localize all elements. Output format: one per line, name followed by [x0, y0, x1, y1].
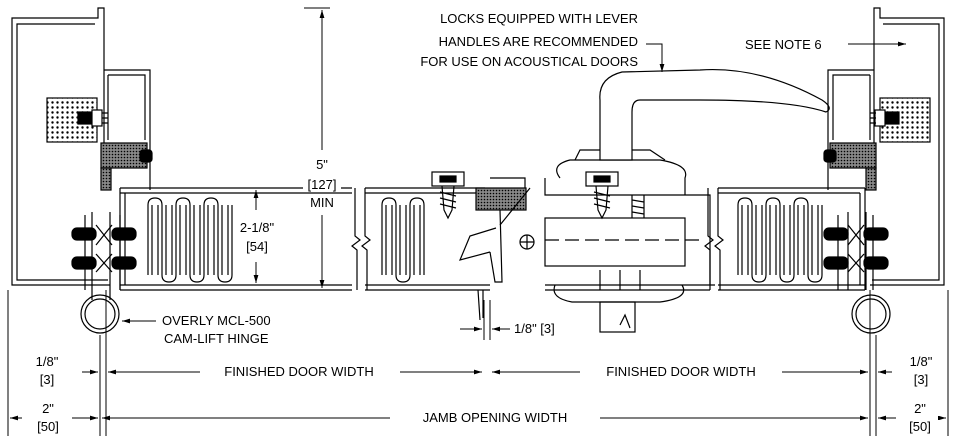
- depth-dim-value: 2-1/8": [234, 221, 280, 235]
- left-frame-screw: [77, 109, 153, 163]
- left-gap-metric: [3]: [30, 373, 64, 387]
- right-door: [714, 187, 866, 291]
- jamb-opening-width: JAMB OPENING WIDTH: [394, 411, 596, 425]
- center-door-left-half: [365, 187, 490, 291]
- left-jamb-value: 2": [28, 402, 68, 416]
- door-screws: [431, 171, 645, 220]
- see-note-label: SEE NOTE 6: [745, 37, 822, 52]
- dimension-lines: [7, 7, 949, 436]
- right-jamb-metric: [50]: [900, 420, 940, 434]
- center-gap-label: 1/8" [3]: [514, 321, 555, 336]
- hinge-note-line-1: OVERLY MCL-500: [162, 313, 271, 328]
- lock-body: [490, 149, 715, 333]
- height-dim-min: MIN: [305, 196, 339, 210]
- left-frame: [11, 7, 151, 286]
- hinge-note-line-2: CAM-LIFT HINGE: [164, 331, 269, 346]
- finished-door-width-right: FINISHED DOOR WIDTH: [584, 365, 778, 379]
- height-dim-metric: [127]: [303, 178, 341, 192]
- right-hinge: [823, 212, 891, 334]
- left-gap-value: 1/8": [30, 355, 64, 369]
- depth-dim-metric: [54]: [240, 240, 274, 254]
- right-gap-value: 1/8": [904, 355, 938, 369]
- lever-note-line-2: HANDLES ARE RECOMMENDED: [438, 34, 638, 49]
- latch-assembly: [458, 187, 535, 321]
- right-jamb-value: 2": [900, 402, 940, 416]
- lever-note-line-1: LOCKS EQUIPPED WITH LEVER: [440, 11, 638, 26]
- height-dim-value: 5": [305, 158, 339, 172]
- finished-door-width-left: FINISHED DOOR WIDTH: [202, 365, 396, 379]
- right-gap-metric: [3]: [904, 373, 938, 387]
- right-seal-strip: [829, 142, 877, 169]
- right-frame-screw: [823, 109, 900, 163]
- left-hinge: [71, 212, 137, 334]
- lever-note-line-3: FOR USE ON ACOUSTICAL DOORS: [420, 54, 638, 69]
- lever-handle: [599, 68, 830, 161]
- left-jamb-metric: [50]: [28, 420, 68, 434]
- left-seal-strip: [100, 142, 148, 169]
- right-frame: [827, 7, 945, 286]
